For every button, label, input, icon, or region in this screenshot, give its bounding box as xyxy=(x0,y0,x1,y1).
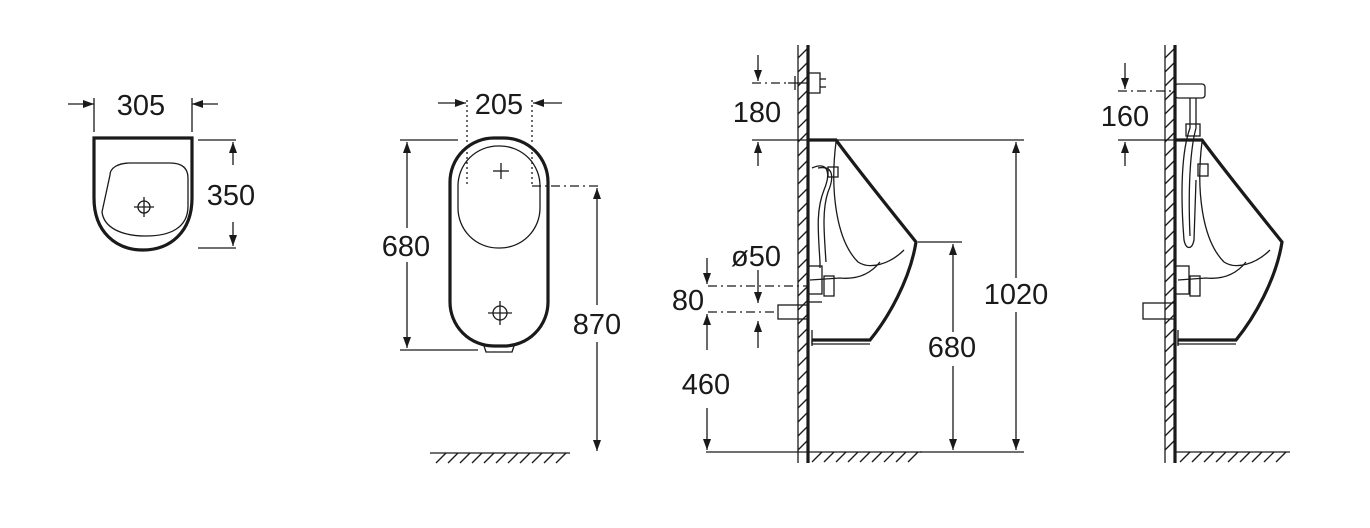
top-view: 305 350 xyxy=(68,90,255,252)
front-floor-hatch xyxy=(435,452,567,464)
front-mount-height-label: 870 xyxy=(573,309,621,341)
side-floor-hatch xyxy=(811,451,919,463)
side2-inlet-valve xyxy=(1174,83,1206,99)
front-view-bowl xyxy=(457,145,541,249)
side2-outlet-pipe xyxy=(1142,302,1176,320)
side-rear-outlet-height-label: 460 xyxy=(682,369,730,401)
front-height-label: 680 xyxy=(382,231,430,263)
side-top-inlet-offset-label: 160 xyxy=(1101,101,1149,133)
side-view-rear: 180 ø50 80 460 680 1020 xyxy=(672,45,1048,463)
side-rear-outlet-spacing-label: 80 xyxy=(672,285,704,317)
top-width-label: 305 xyxy=(117,90,165,122)
side2-floor-hatch xyxy=(1179,451,1287,463)
side2-wall-hatch xyxy=(1164,47,1176,451)
top-view-outline xyxy=(92,136,194,252)
front-width-label: 205 xyxy=(475,89,523,121)
side-urinal-body xyxy=(808,138,918,342)
side-inlet-valve xyxy=(807,72,821,94)
side-view-top: 160 xyxy=(1101,45,1290,463)
top-view-bowl xyxy=(101,162,189,237)
side-rear-outlet-diameter-label: ø50 xyxy=(731,241,781,273)
side2-inlet-hose xyxy=(1181,98,1197,249)
top-depth-label: 350 xyxy=(207,180,255,212)
front-view-body xyxy=(448,136,550,348)
side-rear-lip-height-label: 680 xyxy=(928,332,976,364)
side-rear-total-height-label: 1020 xyxy=(984,279,1049,311)
side-urinal-bowl xyxy=(833,141,905,267)
side2-urinal-body xyxy=(1175,138,1284,342)
side-outlet-pipe xyxy=(777,304,809,320)
side-wall-hatch xyxy=(797,47,809,451)
side2-urinal-bowl xyxy=(1199,141,1271,267)
front-view: 205 680 870 xyxy=(382,89,621,464)
side-rear-inlet-offset-label: 180 xyxy=(733,97,781,129)
